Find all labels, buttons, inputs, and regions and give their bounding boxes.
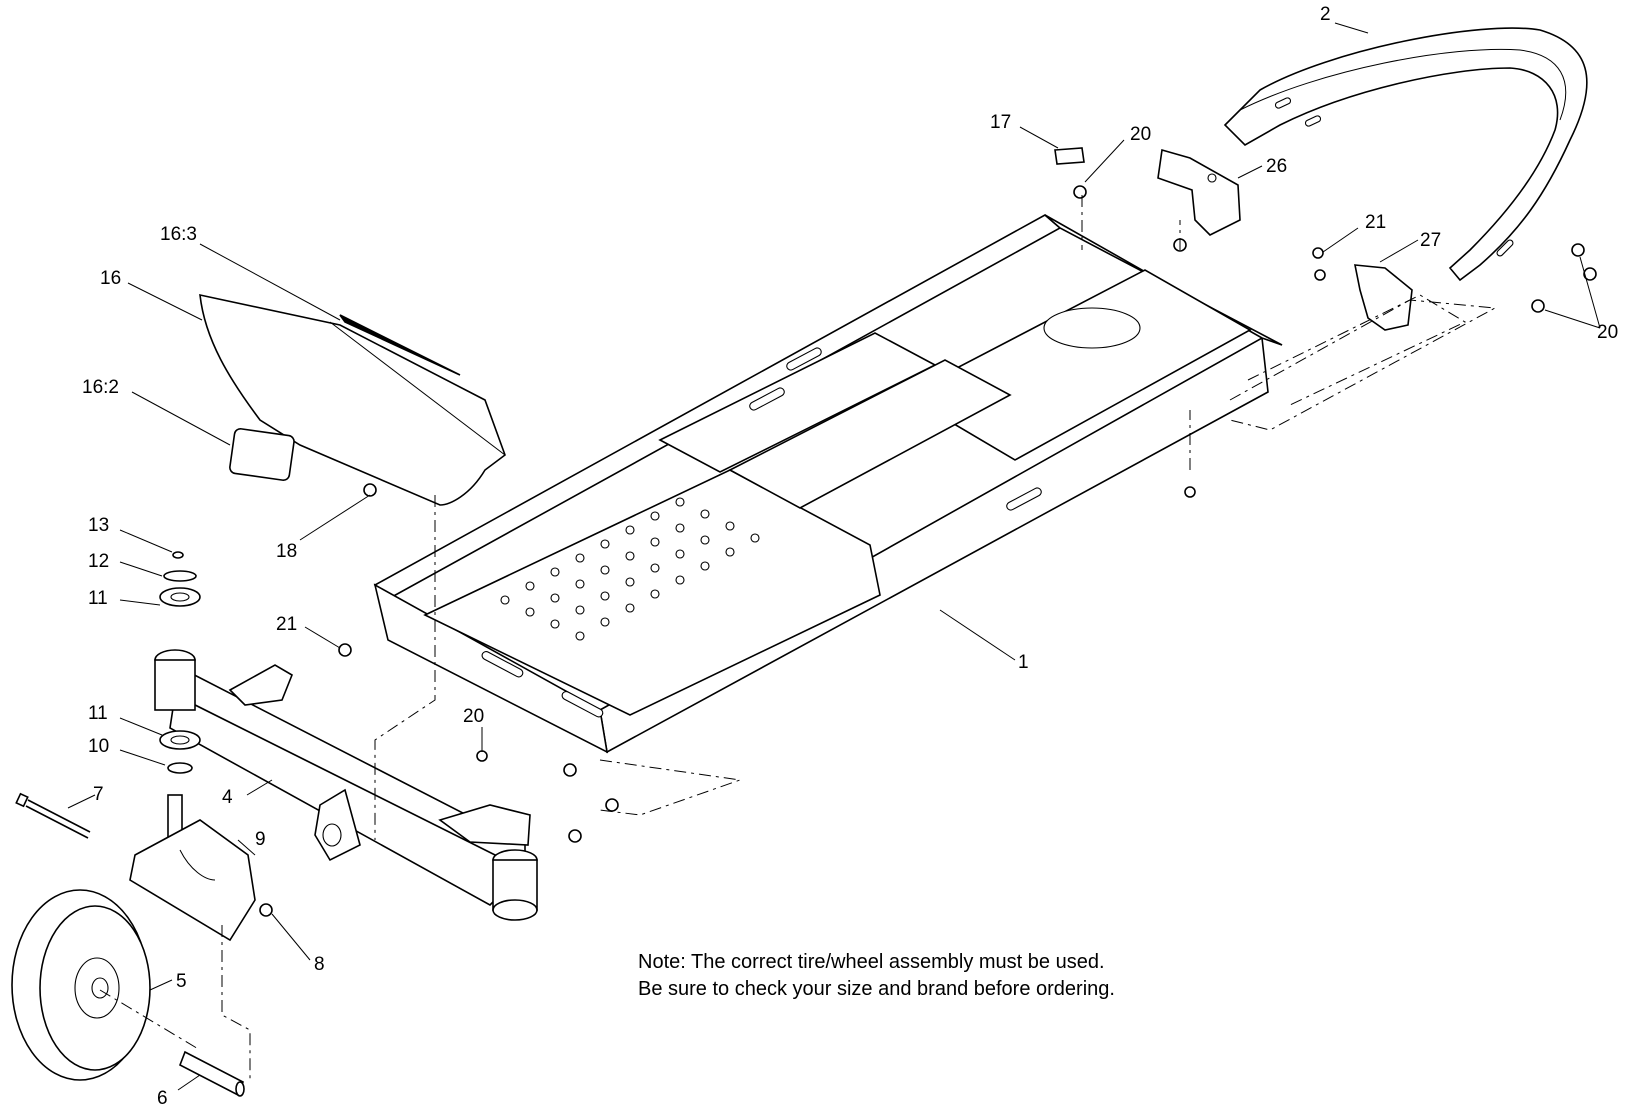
front-axle (154, 649, 538, 921)
callout-4: 4 (222, 787, 233, 808)
callout-21: 21 (276, 614, 297, 635)
rops-handle (1223, 27, 1588, 282)
callout-7: 7 (93, 784, 104, 805)
callout-11: 11 (88, 703, 108, 724)
callout-labels: 2 17 20 26 21 27 20 16:3 16 16:2 18 13 1… (82, 4, 1618, 1109)
note-line-2: Be sure to check your size and brand bef… (638, 978, 1115, 1000)
note-line-1: Note: The correct tire/wheel assembly mu… (638, 951, 1105, 973)
callout-6: 6 (157, 1088, 168, 1109)
leader-lines (67, 22, 1601, 1091)
bearing-stack-top (159, 551, 201, 607)
caster-fork (129, 794, 256, 942)
callout-21: 21 (1365, 212, 1386, 233)
bolt-7 (15, 792, 91, 839)
callout-1: 1 (1018, 652, 1029, 673)
callout-2: 2 (1320, 4, 1331, 25)
callout-11: 11 (88, 588, 108, 609)
callout-16-2: 16:2 (82, 377, 119, 398)
callout-16-3: 16:3 (160, 224, 197, 245)
assembly-paths (99, 195, 1497, 1080)
callout-10: 10 (88, 736, 109, 757)
bracket-26 (1157, 148, 1241, 236)
floor-holes (500, 497, 760, 641)
bracket-27 (1354, 264, 1413, 331)
note-block: Note: The correct tire/wheel assembly mu… (638, 951, 1115, 1000)
callout-20: 20 (463, 706, 484, 727)
main-frame (373, 214, 1283, 754)
bearing-stack-bottom (159, 730, 201, 774)
callout-26: 26 (1266, 156, 1287, 177)
callout-13: 13 (88, 515, 109, 536)
callout-16: 16 (100, 268, 121, 289)
callout-5: 5 (176, 971, 187, 992)
callout-8: 8 (314, 954, 325, 975)
callout-17: 17 (990, 112, 1011, 133)
tire-5 (11, 889, 151, 1081)
cover-16 (199, 293, 506, 506)
callout-20: 20 (1130, 124, 1151, 145)
callout-18: 18 (276, 541, 297, 562)
callout-20: 20 (1597, 322, 1618, 343)
callout-12: 12 (88, 551, 109, 572)
callout-9: 9 (255, 829, 266, 850)
callout-27: 27 (1420, 230, 1441, 251)
axle-6 (178, 1050, 245, 1097)
decal-17 (1054, 147, 1085, 165)
